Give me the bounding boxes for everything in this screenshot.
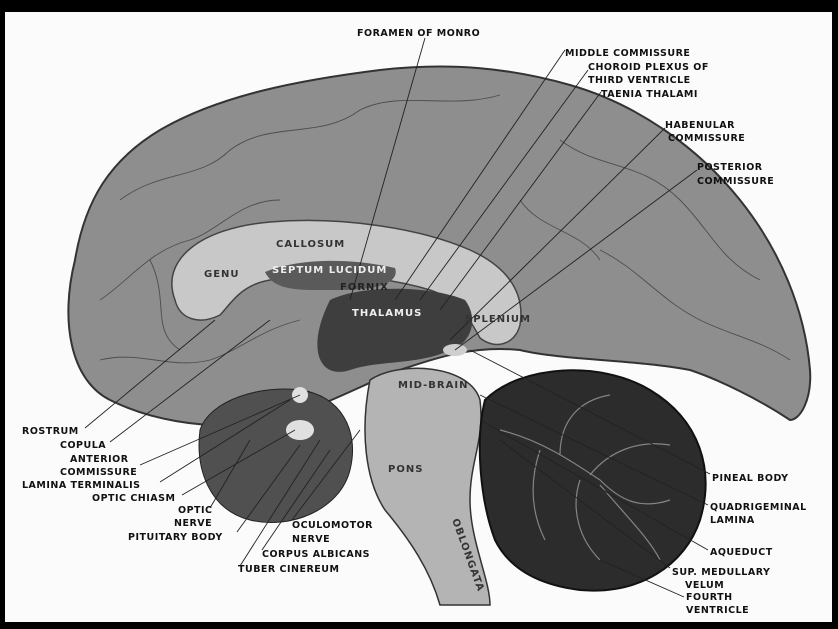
label-foramen-of-monro: FORAMEN OF MONRO bbox=[357, 28, 480, 39]
label-optic-nerve: OPTIC bbox=[178, 505, 213, 516]
label-thalamus: THALAMUS bbox=[352, 308, 422, 319]
label-genu: GENU bbox=[204, 269, 240, 280]
label-sup-medullary-2: VELUM bbox=[685, 580, 724, 591]
label-fourth-ventricle: FOURTH bbox=[686, 592, 733, 603]
label-mid-brain: MID-BRAIN bbox=[398, 380, 468, 391]
label-posterior: POSTERIOR bbox=[697, 162, 763, 173]
label-habenular-2: COMMISSURE bbox=[668, 133, 745, 144]
label-anterior-2: COMMISSURE bbox=[60, 467, 137, 478]
label-lamina-terminalis: LAMINA TERMINALIS bbox=[22, 480, 141, 491]
label-choroid-plexus: CHOROID PLEXUS OF bbox=[588, 62, 709, 73]
label-posterior-2: COMMISSURE bbox=[697, 176, 774, 187]
label-pineal-body: PINEAL BODY bbox=[712, 473, 789, 484]
label-optic-chiasm: OPTIC CHIASM bbox=[92, 493, 175, 504]
optic-chiasm-shape bbox=[286, 420, 314, 440]
label-callosum: CALLOSUM bbox=[276, 239, 345, 250]
label-fornix: FORNIX bbox=[340, 282, 389, 293]
arbor-vitae bbox=[499, 394, 671, 561]
label-pons: PONS bbox=[388, 464, 423, 475]
septum-lucidum bbox=[265, 260, 396, 291]
label-corpus-albicans: CORPUS ALBICANS bbox=[262, 549, 370, 560]
label-middle-commissure: MIDDLE COMMISSURE bbox=[565, 48, 690, 59]
label-sup-medullary: SUP. MEDULLARY bbox=[672, 567, 770, 578]
label-splenium: SPLENIUM bbox=[465, 314, 531, 325]
label-oculomotor-2: NERVE bbox=[292, 534, 330, 545]
label-quadrigeminal-2: LAMINA bbox=[710, 515, 755, 526]
label-pituitary-body: PITUITARY BODY bbox=[128, 532, 223, 543]
label-septum-lucidum: SEPTUM LUCIDUM bbox=[272, 265, 387, 276]
label-anterior: ANTERIOR bbox=[70, 454, 129, 465]
label-habenular: HABENULAR bbox=[665, 120, 735, 131]
gyri-texture bbox=[99, 94, 791, 364]
leader-lines bbox=[84, 37, 711, 598]
label-optic-nerve-2: NERVE bbox=[174, 518, 212, 529]
label-taenia-thalami: TAENIA THALAMI bbox=[601, 89, 698, 100]
label-oculomotor: OCULOMOTOR bbox=[292, 520, 373, 531]
label-aqueduct: AQUEDUCT bbox=[710, 547, 773, 558]
label-copula: COPULA bbox=[60, 440, 106, 451]
label-choroid-plexus-2: THIRD VENTRICLE bbox=[588, 75, 691, 86]
cerebellum bbox=[478, 369, 707, 592]
thalamus-region bbox=[317, 288, 473, 372]
label-rostrum: ROSTRUM bbox=[22, 426, 79, 437]
label-quadrigeminal: QUADRIGEMINAL bbox=[710, 502, 807, 513]
label-fourth-ventricle-2: VENTRICLE bbox=[686, 605, 749, 616]
brainstem bbox=[364, 367, 491, 606]
corpus-callosum bbox=[171, 219, 522, 346]
label-tuber-cinereum: TUBER CINEREUM bbox=[238, 564, 339, 575]
